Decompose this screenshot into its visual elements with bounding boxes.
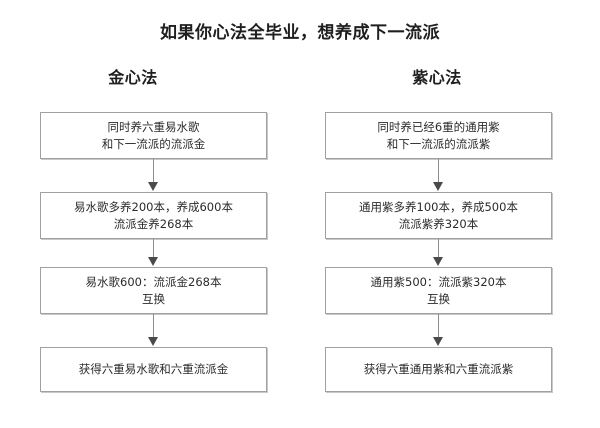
page-title: 如果你心法全毕业，想养成下一流派 [160, 23, 440, 43]
flow-arrow [40, 159, 267, 192]
arrow-stem [438, 314, 439, 339]
arrow-down-icon [433, 337, 443, 346]
flow-arrow [40, 239, 267, 267]
flow-node-line: 和下一流派的流派紫 [386, 136, 491, 151]
flow-node: 获得六重通用紫和六重流派紫 [325, 347, 552, 392]
arrow-stem [438, 159, 439, 184]
flow-node-line: 同时养已经6重的通用紫 [377, 119, 500, 134]
flow-node-line: 流派金养268本 [113, 216, 194, 231]
arrow-down-icon [433, 257, 443, 266]
arrow-stem [438, 239, 439, 259]
flow-arrow [40, 314, 267, 347]
arrow-down-icon [148, 182, 158, 191]
flow-node-line: 易水歌多养200本，养成600本 [74, 199, 233, 214]
column-heading-gold: 金心法 [108, 68, 158, 87]
flow-node-line: 和下一流派的流派金 [101, 136, 206, 151]
flow-node-line: 互换 [142, 291, 165, 306]
flow-arrow [325, 159, 552, 192]
column-heading-purple: 紫心法 [412, 68, 462, 87]
flow-node-line: 通用紫500：流派紫320本 [370, 274, 507, 289]
flow-arrow [325, 314, 552, 347]
flow-node: 易水歌600：流派金268本 互换 [40, 267, 267, 314]
arrow-down-icon [148, 257, 158, 266]
flow-node-line: 易水歌600：流派金268本 [85, 274, 222, 289]
flow-node-line: 获得六重易水歌和六重流派金 [78, 362, 229, 376]
flow-column-gold: 同时养六重易水歌 和下一流派的流派金 易水歌多养200本，养成600本 流派金养… [40, 112, 267, 392]
flow-node-line: 同时养六重易水歌 [107, 119, 200, 134]
flow-node: 易水歌多养200本，养成600本 流派金养268本 [40, 192, 267, 239]
flow-node: 同时养已经6重的通用紫 和下一流派的流派紫 [325, 112, 552, 159]
flow-node: 获得六重易水歌和六重流派金 [40, 347, 267, 392]
flow-node-line: 通用紫多养100本，养成500本 [359, 199, 518, 214]
flow-node-line: 获得六重通用紫和六重流派紫 [363, 362, 514, 376]
flow-node: 通用紫多养100本，养成500本 流派紫养320本 [325, 192, 552, 239]
flow-node: 通用紫500：流派紫320本 互换 [325, 267, 552, 314]
flow-column-purple: 同时养已经6重的通用紫 和下一流派的流派紫 通用紫多养100本，养成500本 流… [325, 112, 552, 392]
arrow-stem [153, 314, 154, 339]
arrow-stem [153, 159, 154, 184]
flow-arrow [325, 239, 552, 267]
flow-node: 同时养六重易水歌 和下一流派的流派金 [40, 112, 267, 159]
flow-node-line: 流派紫养320本 [398, 216, 479, 231]
arrow-stem [153, 239, 154, 259]
arrow-down-icon [433, 182, 443, 191]
arrow-down-icon [148, 337, 158, 346]
flow-node-line: 互换 [427, 291, 450, 306]
